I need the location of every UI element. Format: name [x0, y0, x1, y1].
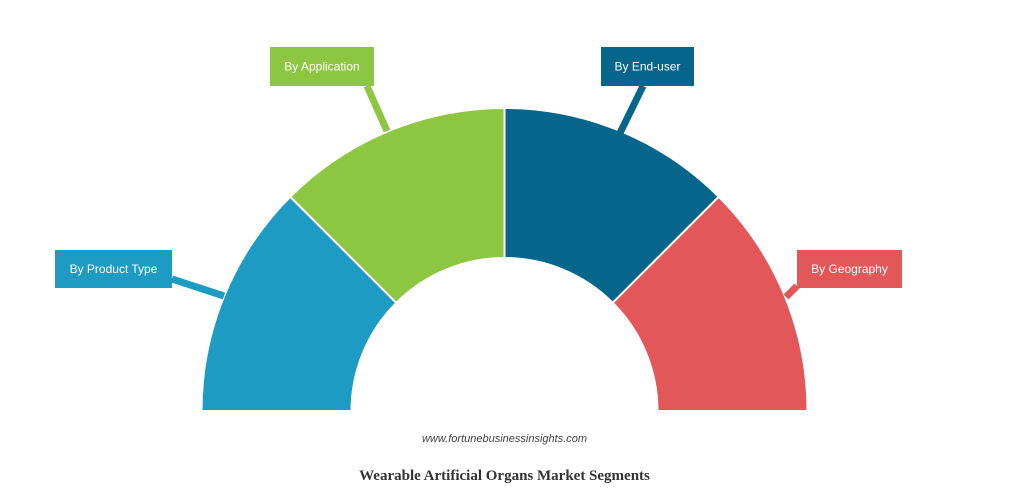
label-by-geography: By Geography — [811, 262, 888, 276]
label-box-by-end-user — [601, 47, 694, 86]
label-by-application: By Application — [284, 60, 359, 74]
label-box-by-product-type — [55, 250, 172, 288]
connector-by-end-user — [616, 84, 647, 135]
connector-by-product-type — [170, 275, 226, 300]
label-box-by-application — [270, 47, 374, 86]
label-by-end-user: By End-user — [614, 60, 680, 74]
connector-by-geography — [783, 283, 800, 300]
segment-by-geography — [611, 195, 809, 412]
connector-by-application — [363, 84, 391, 133]
label-by-product-type: By Product Type — [70, 262, 158, 276]
label-box-by-geography — [797, 250, 902, 288]
diagram-title: Wearable Artificial Organs Market Segmen… — [359, 468, 650, 484]
source-watermark: www.fortunebusinessinsights.com — [421, 433, 588, 445]
segment-by-end-user — [503, 106, 721, 305]
segment-by-application — [288, 106, 506, 305]
segment-by-product-type — [200, 195, 398, 412]
